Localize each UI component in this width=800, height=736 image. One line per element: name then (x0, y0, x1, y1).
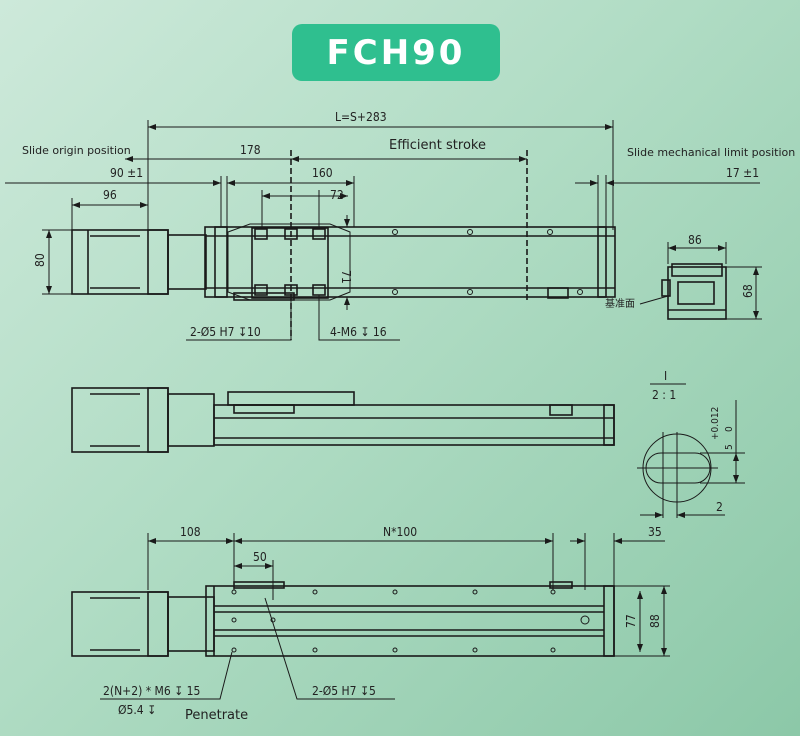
end-dimensions (639, 242, 762, 320)
top-dimensions (5, 120, 760, 341)
dim-72: 72 (330, 188, 344, 202)
tolerance-upper: +0.012 (710, 407, 721, 440)
dim-68: 68 (741, 284, 755, 298)
slide-limit-label: Slide mechanical limit position (627, 146, 795, 159)
dim-71: 71 (339, 270, 353, 284)
pitch-dimension: N*100 (383, 525, 417, 539)
length-dimension: L=S+283 (335, 110, 387, 124)
end-view (661, 263, 727, 320)
title-badge: FCH90 (292, 24, 500, 81)
dim-96: 96 (103, 188, 117, 202)
dim-80: 80 (33, 253, 47, 267)
efficient-stroke-label: Efficient stroke (389, 138, 486, 153)
tapped-holes-note: 4-M6 ↧ 16 (330, 325, 387, 339)
detail-scale: 2 : 1 (652, 388, 676, 402)
dim-5: 5 (724, 444, 735, 450)
through-hole-note: Ø5.4 ↧ (118, 703, 156, 717)
penetrate-label: Penetrate (185, 708, 248, 723)
bottom-pin-holes-note: 2-Ø5 H7 ↧5 (312, 684, 376, 698)
top-view (71, 150, 616, 340)
dim-86: 86 (688, 233, 702, 247)
dim-35: 35 (648, 525, 662, 539)
bottom-dimensions (100, 533, 670, 700)
mount-holes-note: 2(N+2) * M6 ↧ 15 (103, 684, 200, 698)
pin-holes-note: 2-Ø5 H7 ↧10 (190, 325, 261, 339)
tolerance-lower: 0 (724, 426, 735, 432)
dim-77: 77 (624, 614, 638, 628)
dim-160: 160 (312, 166, 333, 180)
bottom-view (71, 581, 615, 657)
detail-label: I (664, 369, 667, 383)
dim-50: 50 (253, 550, 267, 564)
dim-90: 90 ±1 (110, 166, 143, 180)
dim-17: 17 ±1 (726, 166, 759, 180)
dim-88: 88 (648, 614, 662, 628)
dim-2: 2 (716, 500, 723, 514)
dim-178: 178 (240, 143, 261, 157)
detail-view (637, 383, 745, 518)
datum-label: 基准面 (605, 297, 635, 310)
side-view (71, 387, 615, 453)
slide-origin-label: Slide origin position (22, 144, 131, 157)
dim-108: 108 (180, 525, 201, 539)
